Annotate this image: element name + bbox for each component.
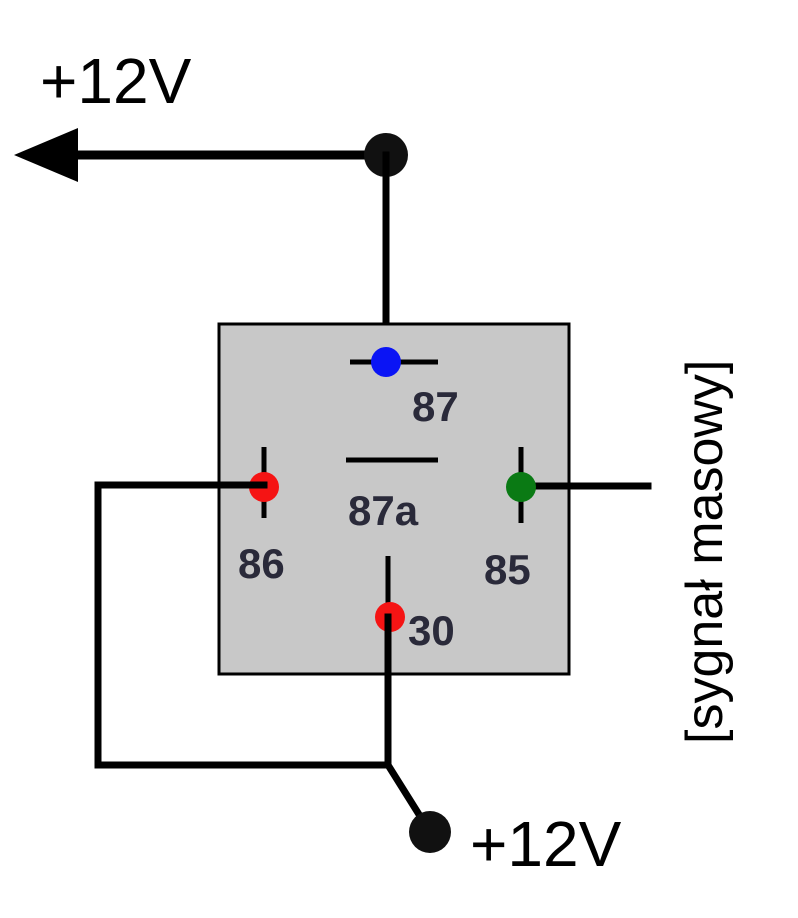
pin86-loop-wire: [94, 481, 392, 769]
pin86-label: 86: [238, 540, 285, 587]
top-supply-label: +12V: [40, 45, 192, 117]
pin30-label: 30: [408, 607, 455, 654]
pin85-label: 85: [484, 546, 531, 593]
pin87-label: 87: [412, 383, 459, 430]
pin87a-label: 87a: [348, 487, 419, 534]
pin85-dot: [506, 472, 536, 502]
ground-signal-label: [sygnał masowy]: [676, 360, 734, 744]
pin87-dot: [371, 347, 401, 377]
bottom-supply-label: +12V: [470, 808, 622, 880]
bottom-junction-dot: [409, 811, 451, 853]
output-arrow-icon: [14, 128, 78, 182]
